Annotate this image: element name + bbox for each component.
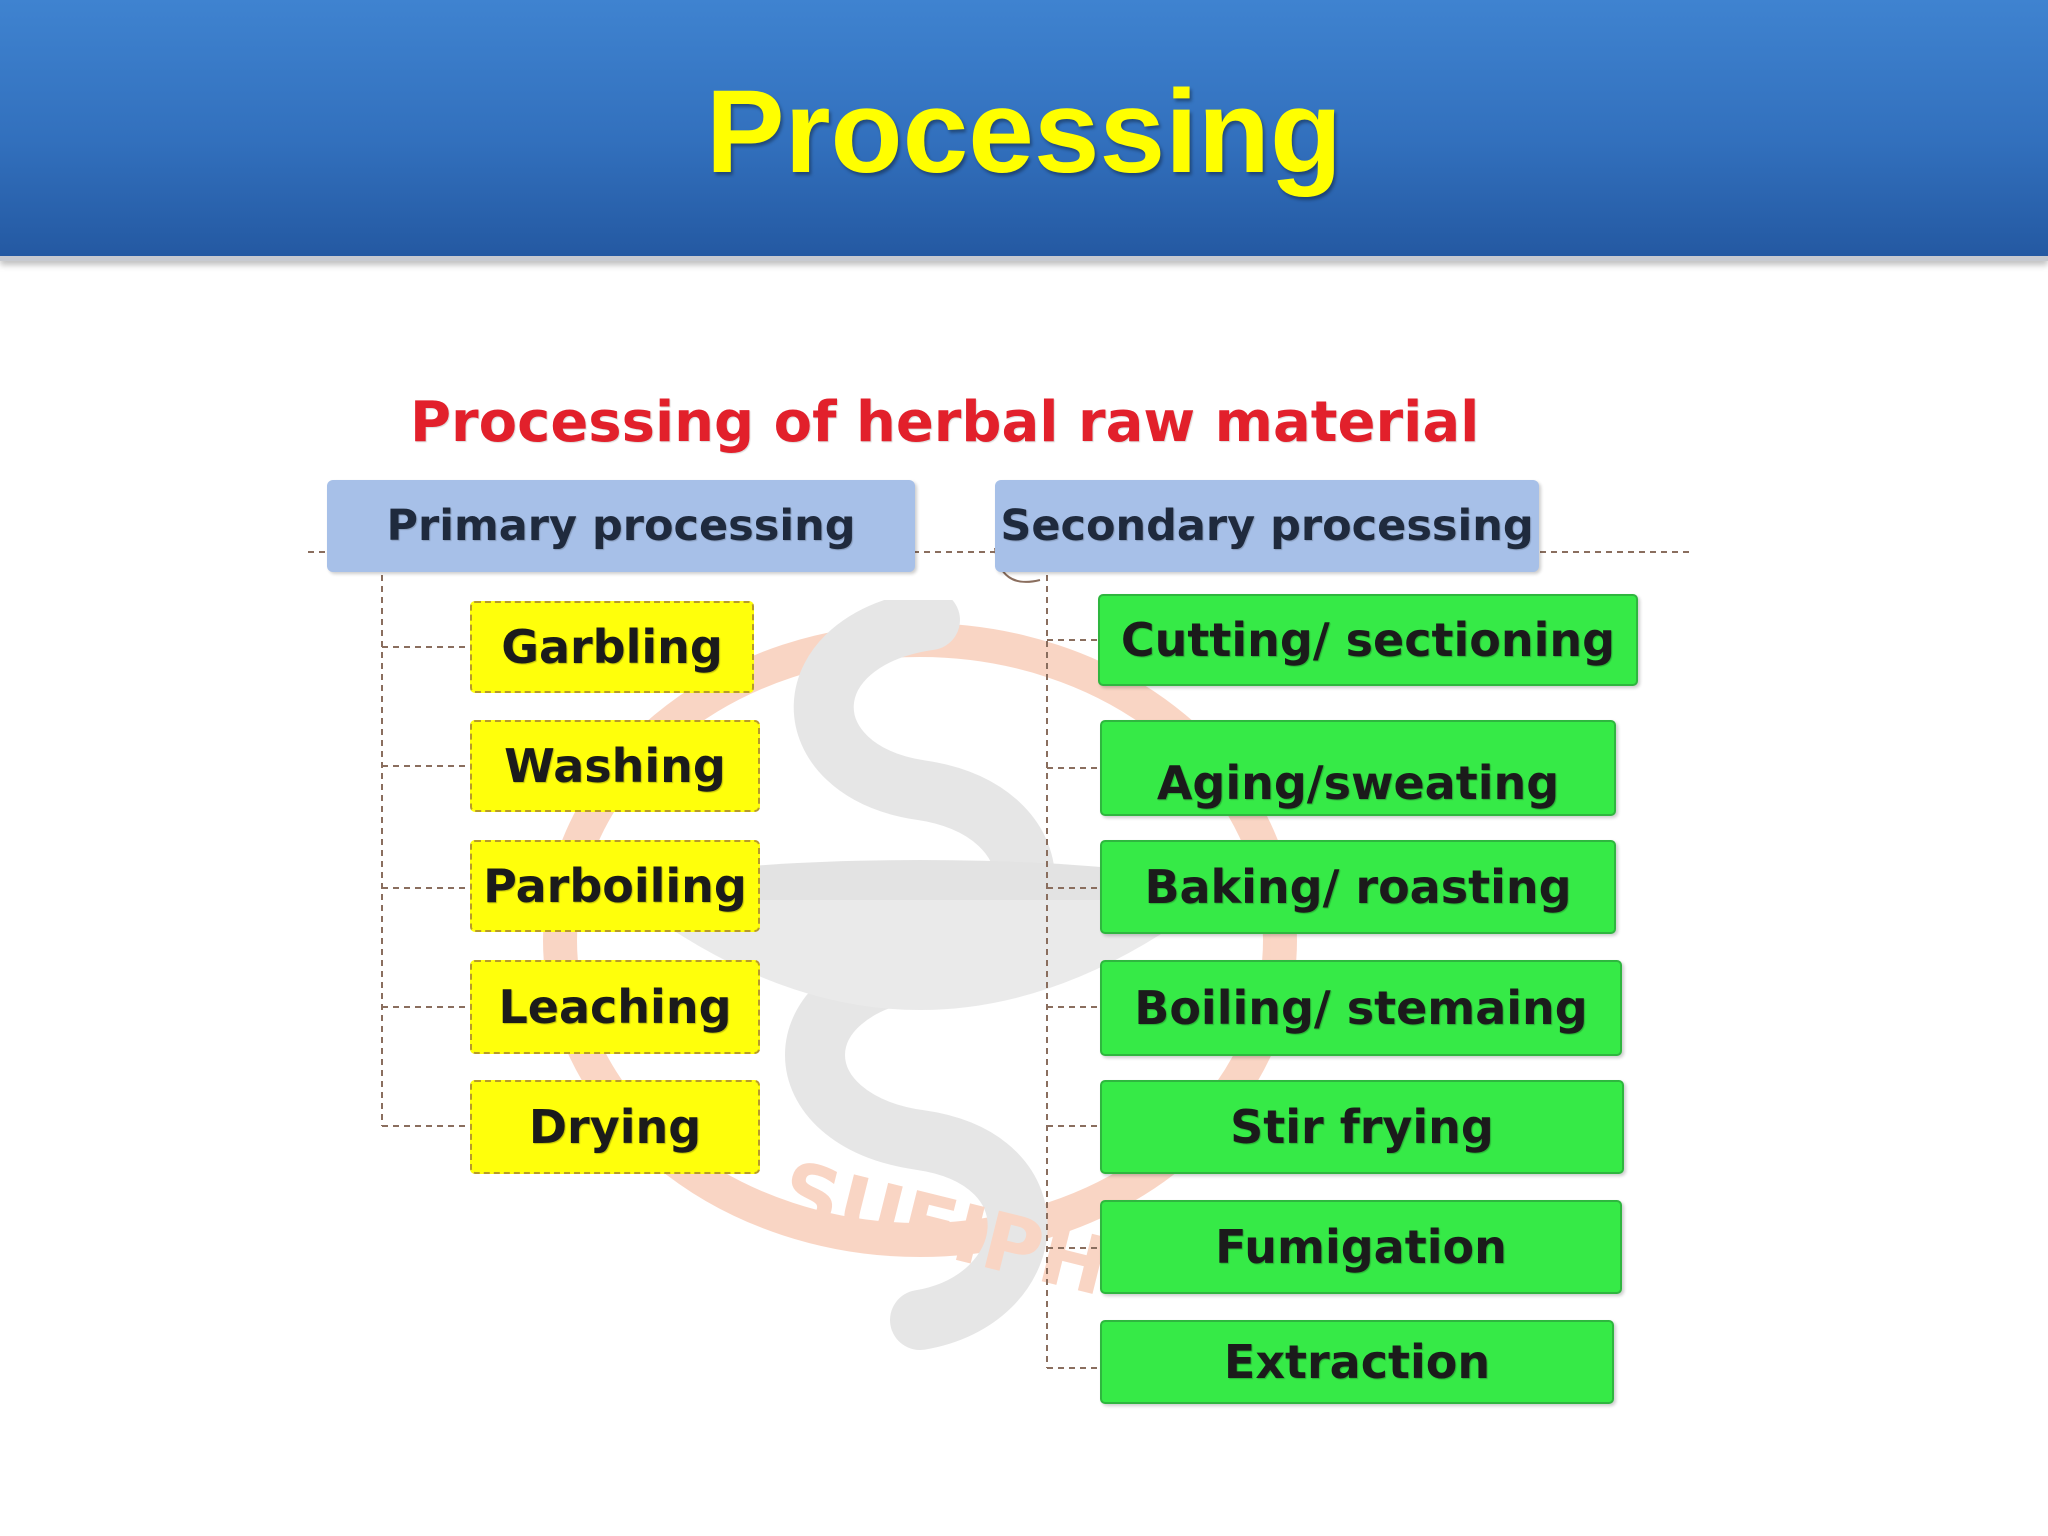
secondary-item: Stir frying	[1100, 1080, 1624, 1174]
secondary-item: Baking/ roasting	[1100, 840, 1616, 934]
slide-header: Processing	[0, 0, 2048, 261]
primary-item: Leaching	[470, 960, 760, 1054]
primary-item: Washing	[470, 720, 760, 812]
secondary-item: Aging/sweating	[1100, 720, 1616, 816]
secondary-item: Extraction	[1100, 1320, 1614, 1404]
slide-title: Processing	[705, 66, 1343, 198]
primary-item: Parboiling	[470, 840, 760, 932]
watermark-logo: SUFIPH	[543, 600, 1297, 1350]
primary-item: Drying	[470, 1080, 760, 1174]
secondary-item: Fumigation	[1100, 1200, 1622, 1294]
diagram-title: Processing of herbal raw material	[410, 390, 1480, 455]
primary-processing-header: Primary processing	[327, 480, 915, 572]
secondary-processing-header: Secondary processing	[995, 480, 1539, 572]
primary-item: Garbling	[470, 601, 754, 693]
secondary-item: Cutting/ sectioning	[1098, 594, 1638, 686]
secondary-item: Boiling/ stemaing	[1100, 960, 1622, 1056]
